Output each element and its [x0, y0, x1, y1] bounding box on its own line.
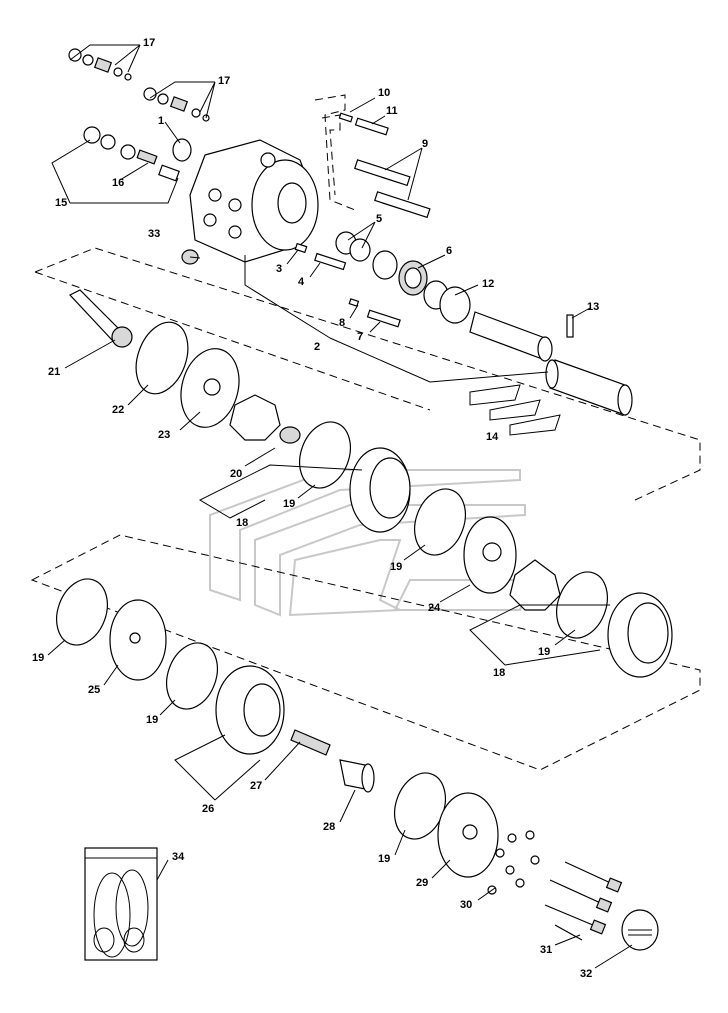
motor-housing-2 — [189, 139, 319, 263]
drive-shaft-21 — [69, 289, 133, 348]
callout-19-f: 19 — [378, 853, 390, 865]
pins-7-8 — [348, 298, 401, 328]
callout-21: 21 — [48, 366, 60, 378]
spool-sleeve-14 — [469, 311, 633, 416]
callout-34: 34 — [172, 851, 185, 863]
callout-16: 16 — [112, 177, 124, 189]
callout-18-a: 18 — [236, 517, 248, 529]
callout-8: 8 — [339, 317, 345, 329]
seal-kit-bag-34-icon — [84, 847, 158, 961]
nameplate-32-icon — [621, 909, 659, 951]
relief-valve-parts-17b — [143, 87, 210, 122]
callout-31: 31 — [540, 944, 552, 956]
callout-4: 4 — [298, 276, 305, 288]
callout-29: 29 — [416, 877, 428, 889]
callout-26: 26 — [202, 803, 214, 815]
valve-28 — [339, 759, 375, 793]
callout-24: 24 — [428, 602, 441, 614]
callout-23: 23 — [158, 429, 170, 441]
callout-9: 9 — [422, 138, 428, 150]
bearing-6 — [398, 260, 428, 296]
seal-ring-22 — [135, 321, 189, 395]
gerotor-18a — [349, 447, 411, 533]
callout-25: 25 — [88, 684, 100, 696]
seal-ring-19b — [414, 488, 466, 556]
pins-10-11 — [338, 112, 389, 136]
callout-19-c: 19 — [538, 646, 550, 658]
seal-ring-19a — [299, 421, 351, 489]
seal-ring-19e — [166, 642, 218, 710]
callout-19-b: 19 — [390, 561, 402, 573]
bolts-31 — [544, 861, 623, 941]
callout-22: 22 — [112, 404, 124, 416]
callout-6: 6 — [446, 245, 452, 257]
ring-12 — [423, 280, 471, 324]
callout-28: 28 — [323, 821, 335, 833]
end-cover-29 — [437, 792, 499, 878]
seal-ring-1 — [172, 138, 192, 162]
callout-11: 11 — [386, 105, 398, 117]
callout-17-top: 17 — [143, 37, 155, 49]
seal-ring-19d — [56, 578, 108, 646]
spring-27 — [290, 729, 331, 756]
callout-30: 30 — [460, 899, 472, 911]
gerotor-26 — [215, 665, 285, 755]
plate-25 — [109, 599, 167, 681]
gear-star-18b — [509, 559, 561, 611]
plate-24 — [463, 516, 517, 594]
callout-20: 20 — [230, 468, 242, 480]
check-valve-parts-15 — [83, 126, 180, 182]
callout-19-e: 19 — [146, 714, 158, 726]
callout-32: 32 — [580, 968, 592, 980]
relief-valve-parts-17a — [68, 48, 132, 81]
pins-3-4 — [294, 242, 347, 271]
callout-14: 14 — [486, 431, 499, 443]
seals-5 — [335, 231, 398, 280]
callout-labels: 17 17 1 16 15 10 11 9 5 6 12 13 33 3 4 8… — [32, 37, 599, 980]
callout-13: 13 — [587, 301, 599, 313]
callout-12: 12 — [482, 278, 494, 290]
callout-15: 15 — [55, 197, 67, 209]
callout-18-b: 18 — [493, 667, 505, 679]
pins-9 — [354, 159, 431, 219]
pin-13 — [566, 314, 574, 338]
assembly-boundary-lines — [30, 94, 701, 771]
gear-star-20 — [229, 394, 301, 444]
springs-14 — [469, 384, 561, 436]
callout-1: 1 — [158, 115, 164, 127]
callout-2: 2 — [314, 341, 320, 353]
plate-23 — [180, 348, 240, 428]
callout-5: 5 — [376, 213, 382, 225]
callout-27: 27 — [250, 780, 262, 792]
callout-19-a: 19 — [283, 498, 295, 510]
callout-10: 10 — [378, 87, 390, 99]
callout-33: 33 — [148, 228, 160, 240]
callout-3: 3 — [276, 263, 282, 275]
gerotor-18b — [607, 592, 673, 678]
washers-30 — [487, 830, 540, 895]
callout-17-second: 17 — [218, 75, 230, 87]
leader-lines — [47, 44, 633, 969]
callout-19-d: 19 — [32, 652, 44, 664]
callout-7: 7 — [357, 331, 363, 343]
